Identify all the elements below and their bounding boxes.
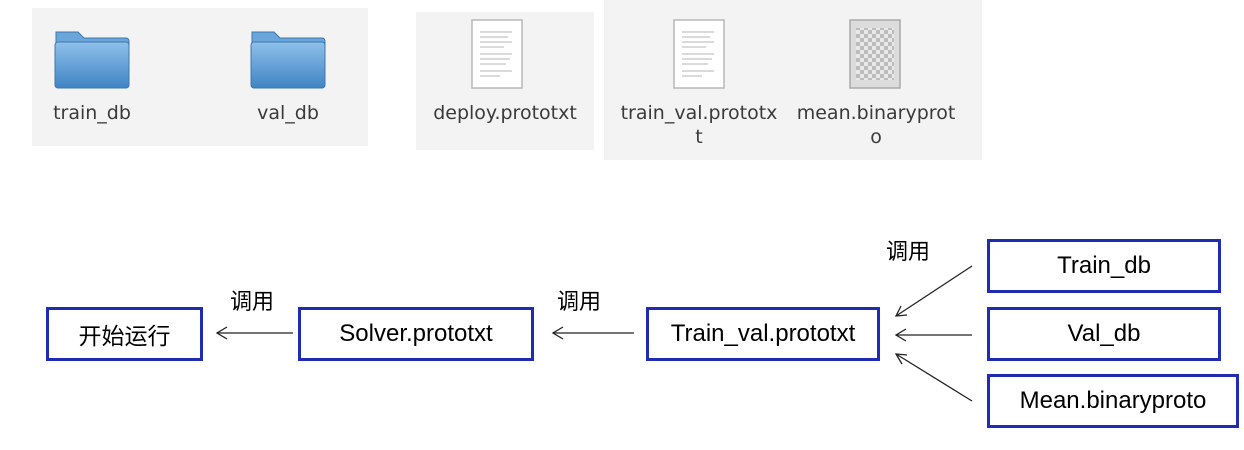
val-db-folder[interactable]: val_db bbox=[236, 14, 340, 124]
call-label-trainval-solver: 调用 bbox=[557, 290, 602, 315]
mean-box: Mean.binaryproto bbox=[987, 374, 1239, 428]
call-label-inputs-trainval: 调用 bbox=[886, 240, 931, 265]
call-label-solver-start: 调用 bbox=[230, 290, 275, 315]
train-val-label-line1: train_val.prototx bbox=[620, 102, 778, 124]
train-db-folder[interactable]: train_db bbox=[40, 14, 144, 124]
arrow-mean-to-trainval bbox=[895, 353, 973, 402]
train-db-label: train_db bbox=[53, 102, 131, 124]
val-db-label: val_db bbox=[257, 102, 319, 124]
solver-box: Solver.prototxt bbox=[298, 307, 534, 361]
mean-label-line1: mean.binaryprot bbox=[796, 102, 956, 124]
text-document-icon bbox=[471, 19, 523, 89]
train-val-file[interactable]: train_val.prototx t bbox=[608, 14, 790, 150]
folder-icon bbox=[54, 31, 130, 89]
arrow-traindb-to-trainval bbox=[895, 265, 973, 317]
deploy-file[interactable]: deploy.prototxt bbox=[416, 14, 594, 124]
train-val-label-line2: t bbox=[695, 126, 703, 148]
folder-icon bbox=[250, 31, 326, 89]
start-box: 开始运行 bbox=[46, 307, 203, 361]
deploy-label: deploy.prototxt bbox=[433, 102, 577, 124]
train-db-box: Train_db bbox=[987, 239, 1221, 293]
binary-file-icon bbox=[849, 19, 901, 89]
text-document-icon bbox=[673, 19, 725, 89]
train-val-box: Train_val.prototxt bbox=[646, 307, 880, 361]
val-db-box: Val_db bbox=[987, 307, 1221, 361]
files-panel bbox=[604, 0, 982, 160]
mean-label-line2: o bbox=[870, 126, 882, 148]
mean-file[interactable]: mean.binaryprot o bbox=[790, 14, 962, 150]
